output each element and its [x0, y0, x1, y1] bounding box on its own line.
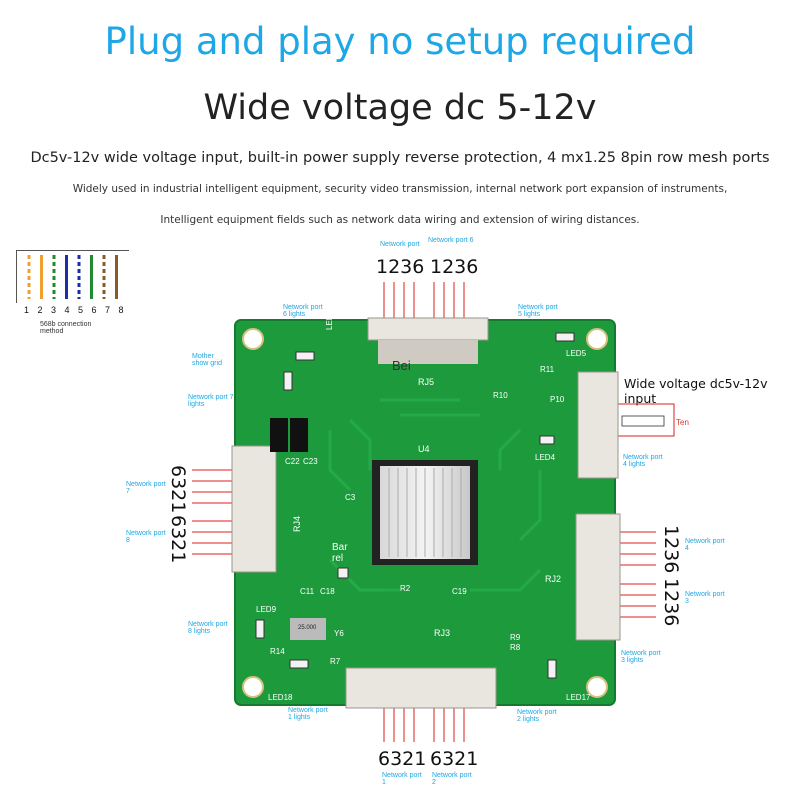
- mother-grid-label: Mother show grid: [192, 353, 222, 367]
- svg-text:C11: C11: [300, 587, 315, 596]
- port5-lights-label: Network port 5 lights: [518, 304, 558, 318]
- left-pins-a: 6321: [167, 465, 189, 514]
- port1-label: Network port 1: [382, 772, 422, 786]
- svg-text:25.000: 25.000: [298, 625, 317, 631]
- top-pins-a: 1236: [376, 256, 425, 278]
- port8-lights-label: Network port 8 lights: [188, 621, 228, 635]
- wiring-diagram: [16, 250, 129, 303]
- bottom-pins-a: 6321: [378, 748, 427, 770]
- svg-text:R8: R8: [510, 643, 521, 652]
- bottom-pins-b: 6321: [430, 748, 479, 770]
- port4-lights-label: Network port 4 lights: [623, 454, 663, 468]
- port1-lights-label: Network port 1 lights: [288, 707, 328, 721]
- svg-text:R2: R2: [400, 584, 411, 593]
- svg-text:P10: P10: [550, 395, 565, 404]
- svg-text:R11: R11: [540, 365, 555, 374]
- port6-lights-label: Network port 6 lights: [283, 304, 323, 318]
- svg-text:RJ5: RJ5: [418, 377, 434, 387]
- top-port-label: Network port: [380, 241, 420, 248]
- wire-lines: [27, 255, 118, 299]
- subhead: Wide voltage dc 5-12v: [203, 88, 597, 128]
- top-port6-label: Network port 6: [428, 237, 474, 244]
- description-line-2: Widely used in industrial intelligent eq…: [72, 183, 728, 195]
- wire-pin-numbers: 1 2 3 4 5 6 7 8: [24, 305, 127, 315]
- svg-text:R10: R10: [493, 391, 508, 400]
- svg-text:Y6: Y6: [334, 629, 344, 638]
- port8-label: Network port 8: [126, 530, 166, 544]
- svg-text:Bei: Bei: [392, 358, 411, 373]
- svg-text:RJ2: RJ2: [545, 574, 561, 584]
- svg-text:LED4: LED4: [535, 453, 556, 462]
- port7-label: Network port 7: [126, 481, 166, 495]
- svg-text:LED17: LED17: [566, 693, 591, 702]
- description-line-1: Dc5v-12v wide voltage input, built-in po…: [30, 150, 770, 166]
- port3-label: Network port 3: [685, 591, 725, 605]
- svg-text:R9: R9: [510, 633, 521, 642]
- top-pins-b: 1236: [430, 256, 479, 278]
- svg-text:C23: C23: [303, 457, 318, 466]
- description-line-3: Intelligent equipment fields such as net…: [160, 214, 640, 226]
- port4-label: Network port 4: [685, 538, 725, 552]
- svg-text:RJ3: RJ3: [434, 628, 450, 638]
- svg-text:C18: C18: [320, 587, 335, 596]
- ten-label: Ten: [676, 418, 689, 427]
- svg-text:U4: U4: [418, 444, 430, 454]
- svg-text:R14: R14: [270, 647, 285, 656]
- svg-text:C19: C19: [452, 587, 467, 596]
- headline: Plug and play no setup required: [104, 20, 696, 63]
- port2-label: Network port 2: [432, 772, 472, 786]
- svg-text:LED9: LED9: [256, 605, 277, 614]
- wiring-caption: 568b connection method: [40, 321, 92, 335]
- svg-text:R7: R7: [330, 657, 341, 666]
- svg-text:LED5: LED5: [566, 349, 587, 358]
- svg-text:RJ4: RJ4: [292, 516, 302, 532]
- left-pins-b: 6321: [167, 515, 189, 564]
- power-input-label: Wide voltage dc5v-12v input: [624, 376, 768, 406]
- svg-text:Bar: Bar: [332, 542, 348, 553]
- right-pins-a: 1236: [660, 525, 682, 574]
- svg-text:C22: C22: [285, 457, 300, 466]
- svg-text:LED18: LED18: [268, 693, 293, 702]
- right-pins-b: 1236: [660, 578, 682, 627]
- port7-lights-label: Network port 7 lights: [188, 394, 234, 408]
- port3-lights-label: Network port 3 lights: [621, 650, 661, 664]
- port2-lights-label: Network port 2 lights: [517, 709, 557, 723]
- svg-text:C3: C3: [345, 493, 356, 502]
- svg-text:rel: rel: [332, 553, 343, 564]
